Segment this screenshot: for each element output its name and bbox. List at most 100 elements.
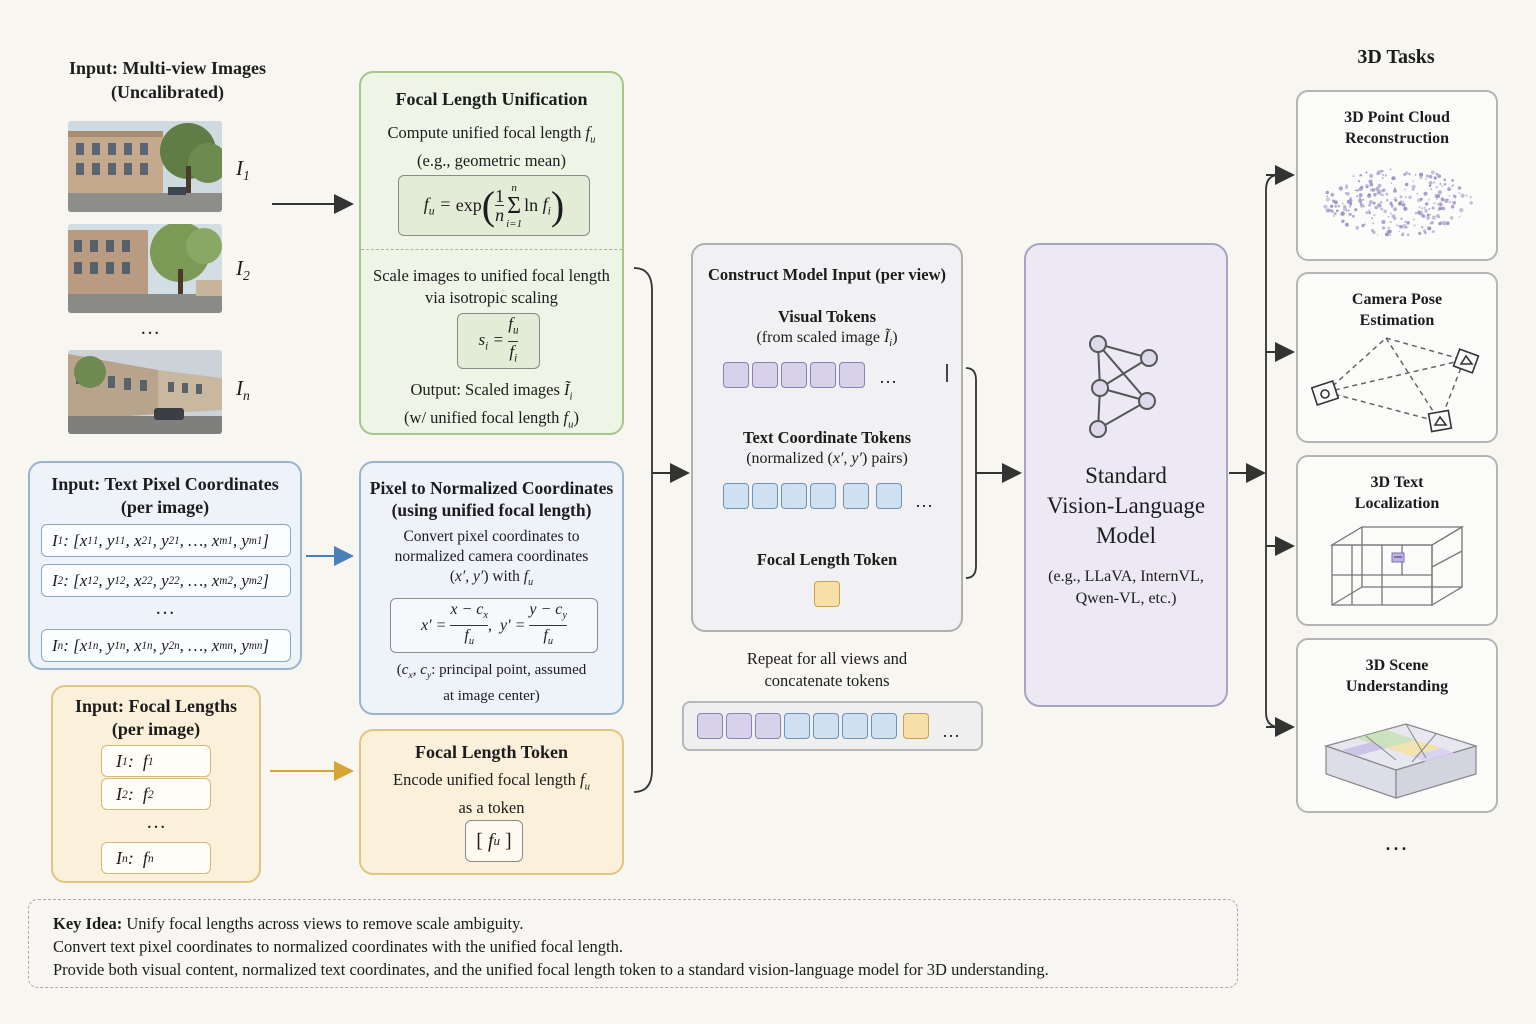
- model-input-title: Construct Model Input (per view): [707, 265, 947, 284]
- point-cloud-point: [1439, 203, 1442, 206]
- point-cloud-point: [1376, 233, 1379, 236]
- point-cloud-point: [1358, 174, 1362, 177]
- point-cloud-point: [1349, 197, 1352, 200]
- point-cloud-point: [1403, 173, 1407, 176]
- point-cloud-point: [1428, 184, 1432, 188]
- point-cloud-point: [1387, 226, 1390, 229]
- point-cloud-point: [1451, 179, 1454, 182]
- point-cloud-point: [1379, 204, 1382, 207]
- point-cloud-point: [1445, 221, 1450, 226]
- point-cloud-point: [1451, 185, 1454, 188]
- task-scene-understanding[interactable]: 3D Scene Understanding: [1296, 638, 1498, 813]
- point-cloud-point: [1438, 222, 1442, 226]
- point-cloud-point: [1469, 201, 1473, 205]
- point-cloud-point: [1389, 168, 1392, 171]
- point-cloud-point: [1427, 198, 1430, 201]
- point-cloud-point: [1371, 188, 1376, 192]
- scene-layout-icon: [1323, 723, 1479, 799]
- point-cloud-point: [1358, 196, 1362, 200]
- vlm-panel: Standard Vision-Language Model (e.g., LL…: [1024, 243, 1228, 707]
- visual-token: [839, 362, 865, 388]
- point-cloud-point: [1345, 222, 1349, 227]
- point-cloud-point: [1402, 223, 1407, 229]
- point-cloud-point: [1326, 195, 1329, 198]
- point-cloud-point: [1338, 186, 1343, 191]
- task-text-localization[interactable]: 3D Text Localization: [1296, 455, 1498, 626]
- visual-token: [781, 362, 807, 388]
- task-point-cloud[interactable]: 3D Point Cloud Reconstruction: [1296, 90, 1498, 261]
- point-cloud-point: [1376, 192, 1379, 194]
- point-cloud-point: [1386, 230, 1391, 235]
- point-cloud-point: [1401, 203, 1406, 207]
- point-cloud-point: [1371, 229, 1374, 232]
- point-cloud-point: [1372, 222, 1375, 225]
- point-cloud-point: [1419, 197, 1423, 201]
- task-camera-pose[interactable]: Camera Pose Estimation: [1296, 272, 1498, 443]
- visual-token: [723, 362, 749, 388]
- point-cloud-point: [1347, 209, 1350, 212]
- scaled-output-desc: Output: Scaled images Ĩi (w/ unified foc…: [404, 380, 579, 431]
- point-cloud-point: [1431, 215, 1436, 220]
- point-cloud-point: [1428, 181, 1433, 185]
- text-coords-input-panel: Input: Text Pixel Coordinates (per image…: [28, 461, 302, 670]
- point-cloud-point: [1374, 206, 1378, 210]
- point-cloud-point: [1376, 172, 1380, 176]
- point-cloud-point: [1362, 205, 1365, 208]
- point-cloud-point: [1356, 195, 1359, 198]
- point-cloud-point: [1391, 176, 1396, 181]
- point-cloud-point: [1441, 206, 1446, 211]
- point-cloud-point: [1428, 207, 1431, 210]
- focal-token-panel: Focal Length Token Encode unified focal …: [359, 729, 624, 875]
- point-cloud-point: [1428, 174, 1433, 179]
- point-cloud-point: [1352, 175, 1355, 178]
- point-cloud-point: [1367, 193, 1372, 197]
- point-cloud-point: [1435, 197, 1438, 200]
- point-cloud-point: [1389, 234, 1392, 236]
- point-cloud-point: [1393, 187, 1396, 190]
- point-cloud-point: [1437, 215, 1441, 219]
- point-cloud-point: [1379, 201, 1383, 204]
- point-cloud-point: [1380, 189, 1384, 193]
- point-cloud-point: [1423, 229, 1427, 233]
- point-cloud-point: [1441, 185, 1443, 188]
- point-cloud-icon: [1323, 168, 1473, 237]
- point-cloud-point: [1396, 224, 1398, 227]
- text-tokens-sub: (normalized (x′, y′) pairs): [746, 450, 908, 467]
- point-cloud-point: [1340, 211, 1345, 216]
- point-cloud-point: [1349, 213, 1352, 216]
- point-cloud-point: [1358, 193, 1363, 197]
- point-cloud-point: [1348, 205, 1352, 208]
- point-cloud-point: [1411, 184, 1416, 189]
- point-cloud-point: [1431, 206, 1435, 210]
- vlm-examples: (e.g., LLaVA, InternVL, Qwen-VL, etc.): [1048, 568, 1204, 607]
- point-cloud-point: [1349, 202, 1353, 205]
- point-cloud-point: [1404, 206, 1406, 209]
- point-cloud-point: [1453, 195, 1457, 199]
- point-cloud-point: [1372, 201, 1376, 205]
- point-cloud-point: [1368, 203, 1371, 207]
- point-cloud-point: [1427, 226, 1431, 231]
- task-camera-pose-label: Camera Pose Estimation: [1351, 291, 1443, 329]
- point-cloud-point: [1459, 207, 1464, 213]
- point-cloud-point: [1408, 173, 1411, 176]
- point-cloud-point: [1354, 208, 1358, 212]
- point-cloud-point: [1420, 210, 1423, 214]
- point-cloud-point: [1406, 233, 1410, 236]
- principal-point-note: (cx, cy: principal point, assumed at ima…: [396, 662, 587, 704]
- point-cloud-point: [1364, 184, 1369, 189]
- point-cloud-point: [1397, 224, 1400, 227]
- point-cloud-point: [1341, 219, 1345, 223]
- point-cloud-point: [1323, 204, 1328, 209]
- point-cloud-point: [1421, 207, 1424, 210]
- text-token: [752, 483, 778, 509]
- point-cloud-point: [1405, 182, 1409, 187]
- point-cloud-point: [1404, 196, 1407, 198]
- concatenated-tokens-bar: …: [682, 701, 983, 751]
- point-cloud-point: [1399, 200, 1403, 203]
- focal-unification-panel: Focal Length Unification Compute unified…: [359, 71, 624, 435]
- key-idea-label: Key Idea:: [53, 914, 123, 933]
- point-cloud-point: [1393, 189, 1397, 193]
- point-cloud-point: [1424, 209, 1428, 213]
